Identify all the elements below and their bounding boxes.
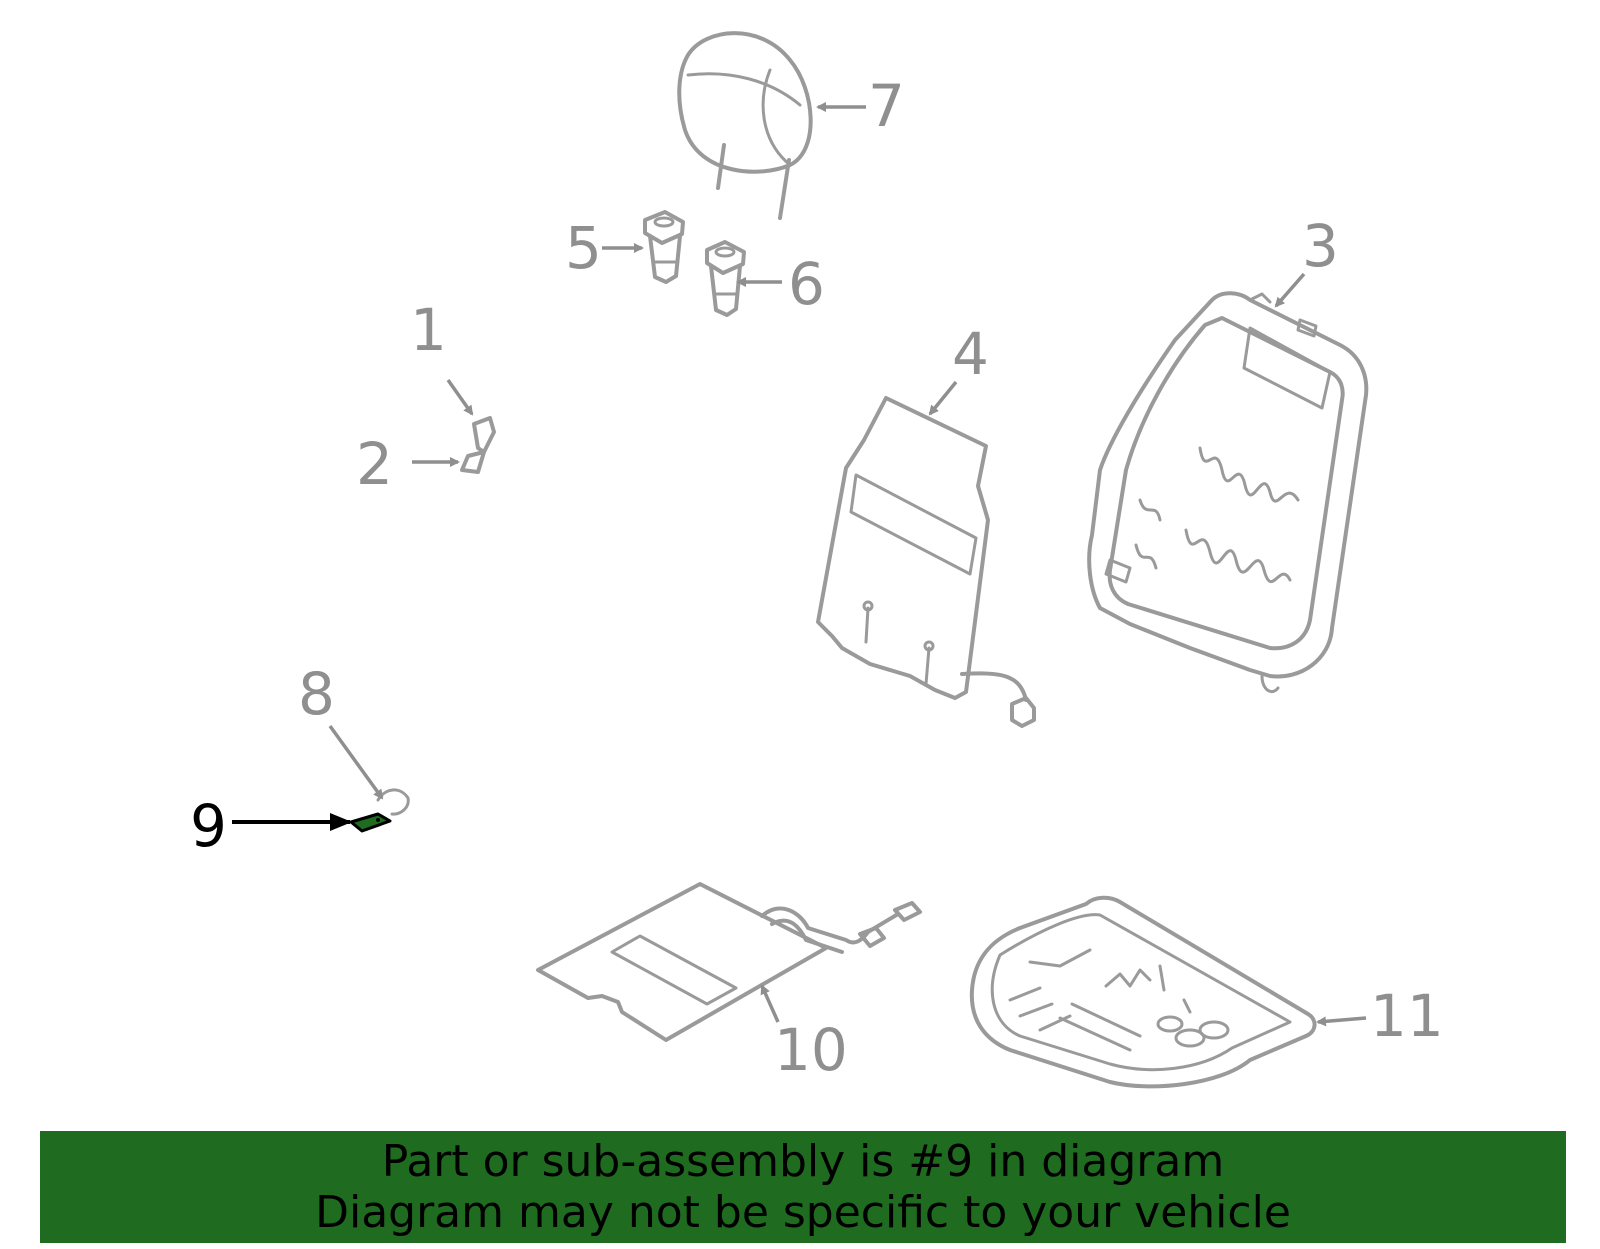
callout-9[interactable]: 9 [190,792,227,860]
info-banner: Part or sub-assembly is #9 in diagram Di… [40,1131,1566,1243]
callout-7[interactable]: 7 [868,72,905,140]
leader-1 [446,378,474,416]
callout-6[interactable]: 6 [788,250,825,318]
part-7-headrest[interactable] [677,31,813,220]
part-3-seatback-frame[interactable] [1087,291,1369,693]
callout-4[interactable]: 4 [952,320,989,388]
part-9-highlighted-clip[interactable] [349,812,392,833]
callout-3[interactable]: 3 [1302,212,1339,280]
part-11-cushion-frame[interactable] [969,895,1317,1089]
leader-4 [928,380,958,416]
callout-2[interactable]: 2 [356,430,393,498]
leader-lines [232,102,1367,1027]
part-4-seatback-heater[interactable] [816,396,1036,728]
leader-3 [1274,272,1306,308]
callout-5[interactable]: 5 [565,214,602,282]
callout-11[interactable]: 11 [1370,982,1444,1050]
part-10-cushion-heater[interactable] [536,882,922,1042]
leader-10 [760,984,780,1023]
banner-line-2: Diagram may not be specific to your vehi… [315,1187,1291,1238]
leader-11 [1316,1016,1367,1027]
callout-10[interactable]: 10 [774,1016,848,1084]
part-5-headrest-guide[interactable] [643,210,685,284]
part-2-clip[interactable] [460,450,486,474]
callout-1[interactable]: 1 [410,296,447,364]
callout-8[interactable]: 8 [298,660,335,728]
banner-line-1: Part or sub-assembly is #9 in diagram [381,1136,1225,1187]
callout-labels: 1 2 3 4 5 6 7 8 9 10 11 [190,72,1444,1084]
part-8-bracket[interactable] [376,788,410,816]
part-6-headrest-guide[interactable] [705,240,746,317]
part-1-clip[interactable] [472,416,496,454]
leader-8 [328,724,384,800]
